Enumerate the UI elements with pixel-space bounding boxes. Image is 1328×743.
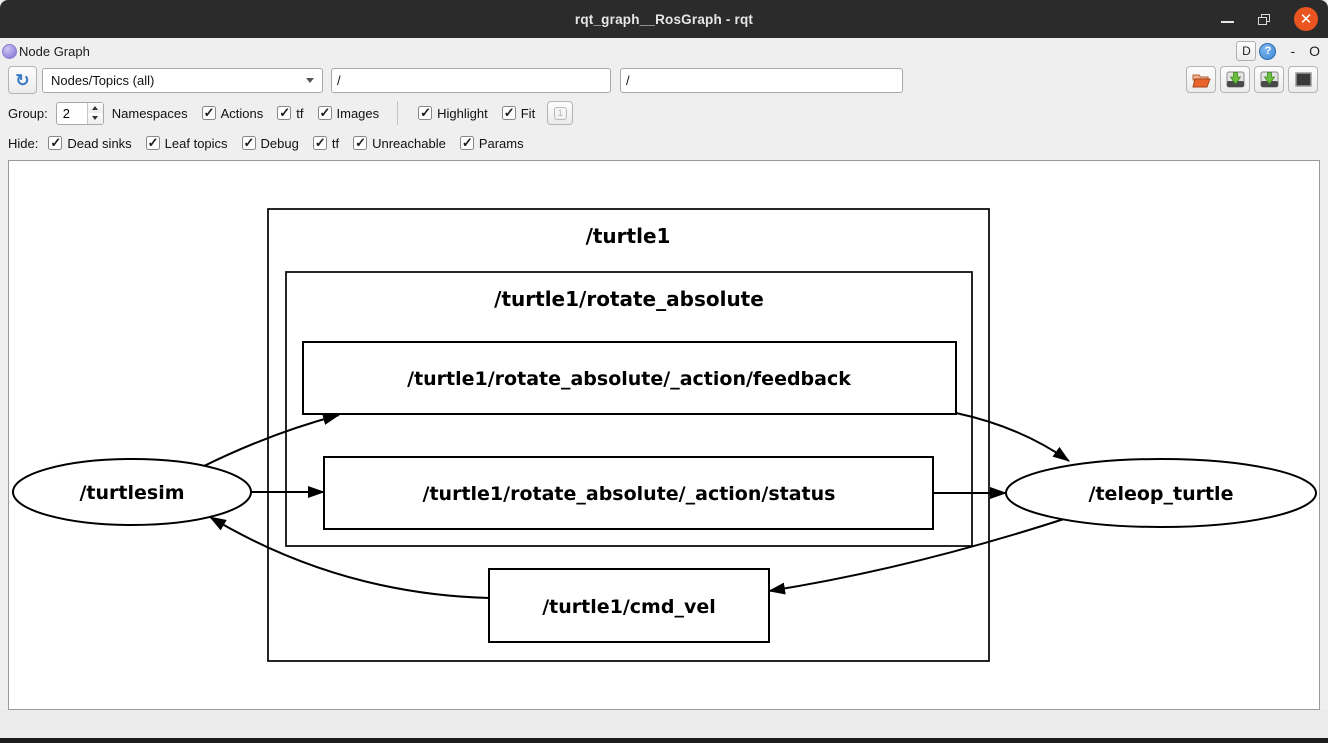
checkbox-box bbox=[277, 105, 292, 121]
topic-box-cmdvel[interactable] bbox=[488, 568, 770, 643]
group-label-rotate-absolute: /turtle1/rotate_absolute bbox=[494, 287, 764, 311]
group-box-turtle1[interactable] bbox=[267, 208, 990, 662]
topic-label-cmdvel: /turtle1/cmd_vel bbox=[542, 596, 716, 618]
spin-down-button[interactable] bbox=[87, 113, 103, 124]
checkbox-fit[interactable]: Fit bbox=[501, 105, 535, 121]
open-file-button[interactable] bbox=[1186, 66, 1216, 93]
chevron-down-icon bbox=[306, 78, 314, 83]
checkbox-box bbox=[241, 135, 256, 151]
checkbox-tf-show[interactable]: tf bbox=[277, 105, 304, 121]
panel-minimize-button[interactable]: - bbox=[1290, 43, 1296, 59]
save-image-button[interactable] bbox=[1254, 66, 1284, 93]
group-value: 2 bbox=[62, 105, 70, 121]
restore-icon-front bbox=[1258, 16, 1267, 25]
edge-feedback-to-teleop bbox=[955, 412, 1070, 462]
checkbox-box bbox=[418, 105, 433, 121]
graph-type-value: Nodes/Topics (all) bbox=[51, 73, 155, 88]
topic-filter-input[interactable] bbox=[620, 68, 903, 93]
checkbox-box bbox=[317, 105, 332, 121]
ros-plugin-icon bbox=[2, 43, 17, 59]
image-icon bbox=[1294, 72, 1312, 87]
group-spinner[interactable]: 2 bbox=[55, 101, 104, 125]
toolbar-separator bbox=[397, 101, 399, 125]
topic-box-feedback[interactable] bbox=[302, 341, 957, 415]
close-button[interactable]: ✕ bbox=[1294, 7, 1318, 31]
checkbox-unreachable[interactable]: Unreachable bbox=[353, 135, 446, 151]
filter-options-row: Group: 2 Namespaces Actions tf Images Hi… bbox=[0, 98, 1328, 128]
node-label-turtlesim: /turtlesim bbox=[79, 482, 184, 504]
checkbox-debug[interactable]: Debug bbox=[241, 135, 299, 151]
maximize-button[interactable] bbox=[1258, 13, 1270, 25]
node-filter-input[interactable] bbox=[331, 68, 611, 93]
screen-edge bbox=[0, 738, 1328, 743]
checkbox-dead-sinks[interactable]: Dead sinks bbox=[48, 135, 132, 151]
group-box-rotate-absolute[interactable] bbox=[285, 271, 973, 547]
edge-teleop-to-cmdvel bbox=[768, 518, 1065, 595]
help-button[interactable]: ? bbox=[1259, 42, 1277, 60]
titlebar: rqt_graph__RosGraph - rqt ✕ bbox=[0, 0, 1328, 38]
window-bottom-margin bbox=[0, 710, 1328, 739]
panel-title: Node Graph bbox=[19, 43, 90, 59]
group-label-turtle1: /turtle1 bbox=[586, 224, 671, 248]
save-dot-button[interactable] bbox=[1220, 66, 1250, 93]
topic-box-status[interactable] bbox=[323, 456, 934, 530]
edge-cmdvel-to-turtlesim bbox=[209, 516, 490, 599]
window-controls: ✕ bbox=[1221, 0, 1318, 38]
spinner-buttons bbox=[86, 102, 103, 124]
node-ellipse-turtlesim[interactable] bbox=[12, 458, 252, 526]
toolbar: ↻ Nodes/Topics (all) bbox=[0, 64, 1328, 98]
save-image-icon bbox=[1260, 71, 1278, 88]
checkbox-images[interactable]: Images bbox=[317, 105, 379, 121]
checkbox-box bbox=[353, 135, 368, 151]
edge-turtlesim-to-feedback bbox=[203, 413, 340, 467]
minimize-button[interactable] bbox=[1221, 10, 1234, 28]
checkbox-box bbox=[312, 135, 327, 151]
checkbox-params[interactable]: Params bbox=[459, 135, 524, 151]
topic-label-feedback: /turtle1/rotate_absolute/_action/feedbac… bbox=[407, 368, 851, 390]
checkbox-box bbox=[145, 135, 160, 151]
panel-float-button[interactable]: O bbox=[1309, 43, 1320, 59]
namespaces-label: Namespaces bbox=[111, 105, 188, 121]
window-title: rqt_graph__RosGraph - rqt bbox=[574, 11, 754, 27]
checkbox-highlight[interactable]: Highlight bbox=[418, 105, 488, 121]
hide-label: Hide: bbox=[8, 135, 39, 151]
folder-open-icon bbox=[1191, 74, 1211, 87]
dock-button[interactable]: D bbox=[1236, 41, 1257, 61]
checkbox-box bbox=[501, 105, 516, 121]
checkbox-tf-hide[interactable]: tf bbox=[312, 135, 339, 151]
graph-type-select[interactable]: Nodes/Topics (all) bbox=[42, 68, 323, 93]
checkbox-leaf-topics[interactable]: Leaf topics bbox=[145, 135, 228, 151]
save-dot-icon bbox=[1226, 71, 1244, 88]
snapshot-icon: 1 bbox=[553, 106, 567, 120]
checkbox-box bbox=[459, 135, 474, 151]
group-label: Group: bbox=[8, 105, 48, 121]
screenshot-button[interactable] bbox=[1288, 66, 1318, 93]
refresh-button[interactable]: ↻ bbox=[8, 66, 37, 94]
snapshot-button[interactable]: 1 bbox=[547, 101, 574, 125]
node-ellipse-teleop-turtle[interactable] bbox=[1005, 458, 1317, 528]
checkbox-actions[interactable]: Actions bbox=[201, 105, 263, 121]
node-label-teleop-turtle: /teleop_turtle bbox=[1089, 483, 1234, 505]
minimize-icon bbox=[1221, 21, 1234, 23]
refresh-icon: ↻ bbox=[15, 70, 30, 90]
topic-label-status: /turtle1/rotate_absolute/_action/status bbox=[423, 483, 836, 505]
plugin-header: Node Graph D ? - O bbox=[0, 38, 1328, 64]
checkbox-box bbox=[201, 105, 216, 121]
hide-options-row: Hide: Dead sinks Leaf topics Debug tf Un… bbox=[0, 128, 1328, 158]
spin-up-button[interactable] bbox=[87, 102, 103, 113]
graph-canvas[interactable]: /turtle1 /turtle1/rotate_absolute /turtl… bbox=[8, 160, 1320, 710]
checkbox-box bbox=[48, 135, 63, 151]
